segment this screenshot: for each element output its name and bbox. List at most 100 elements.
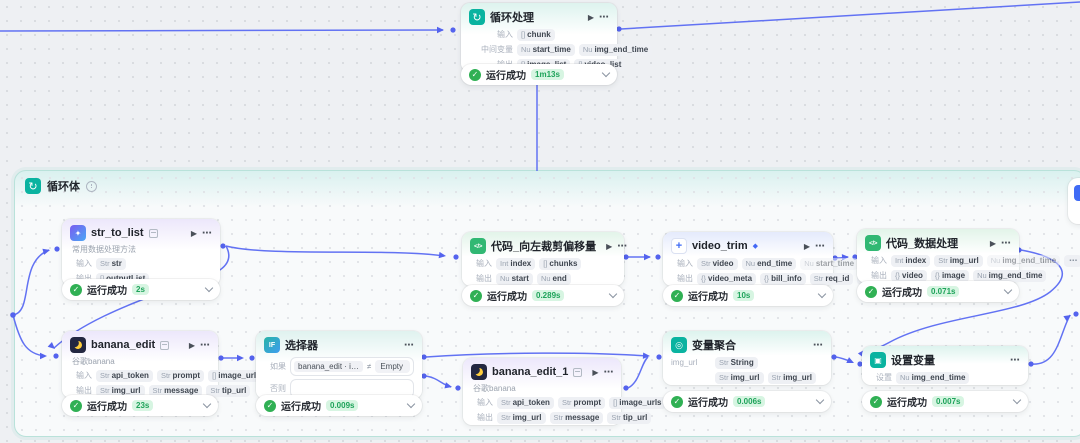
info-icon[interactable] [86,180,97,192]
play-icon[interactable]: ▶ [606,241,613,251]
edge-loop-processing-out [620,1,1080,30]
chevron-down-icon[interactable] [204,283,214,293]
param-tag: {}image [930,269,970,282]
more-icon[interactable]: ⋯ [603,366,614,378]
status-pill[interactable]: ✓ 运行成功 0.071s [857,281,1019,302]
status-pill[interactable]: ✓ 运行成功 0.006s [663,391,831,412]
field-label: 输出 [477,413,493,422]
chevron-down-icon[interactable] [608,289,618,299]
play-icon[interactable]: ▶ [587,12,594,22]
node-subtitle: 谷歌banana [473,384,516,393]
chevron-down-icon[interactable] [817,289,827,299]
batch-badge-icon [160,340,170,350]
status-pill[interactable]: ✓ 运行成功 0.289s [462,285,624,306]
field-label: 输入 [76,371,92,380]
condition-operator: ≠ [366,361,372,371]
play-icon[interactable]: ▶ [989,238,996,248]
more-icon[interactable]: ⋯ [404,339,414,351]
loop-body-title: 循环体 [47,181,80,193]
field-label: 输出 [677,274,693,283]
more-icon[interactable]: ⋯ [1001,237,1011,249]
field-label: 输入 [476,259,492,268]
field-label: 输出 [76,386,92,395]
node-title: 设置变量 [891,355,935,367]
field-label: 输入 [477,398,493,407]
field-label: 否则 [270,383,286,393]
check-icon: ✓ [264,399,276,412]
chevron-down-icon[interactable] [406,399,416,409]
loop-body-header: ↻ 循环体 [15,171,1080,201]
field-label: 输出 [871,271,887,280]
chevron-down-icon[interactable] [1012,395,1022,405]
check-icon: ✓ [470,289,482,302]
status-pill[interactable]: ✓ 运行成功 1m13s [461,64,617,85]
param-tag: []image_urls [609,396,666,409]
if-icon: IF [264,337,280,353]
chevron-down-icon[interactable] [601,68,611,78]
more-icon[interactable]: ⋯ [599,11,609,23]
more-icon[interactable]: ⋯ [815,240,825,252]
loop-icon: ↻ [25,178,41,194]
more-icon[interactable]: ⋯ [813,339,823,351]
chevron-down-icon[interactable] [1003,285,1013,295]
play-icon[interactable]: ▶ [592,367,599,377]
status-pill[interactable]: ✓ 运行成功 10s [663,285,833,306]
edge-into-loop-processing [0,29,444,32]
more-icon[interactable]: ⋯ [617,240,628,252]
more-icon[interactable]: ⋯ [202,227,212,239]
status-time: 1m13s [531,69,564,80]
check-icon: ✓ [865,285,877,298]
field-label: 输入 [76,259,92,268]
status-text: 运行成功 [486,71,526,82]
node-title: 变量聚合 [692,340,736,352]
overflow-badge[interactable]: ⋯ [1064,254,1080,267]
status-pill[interactable]: ✓ 运行成功 2s [62,279,220,300]
status-pill[interactable]: ✓ 运行成功 0.007s [862,391,1028,412]
check-icon: ✓ [671,289,683,302]
more-icon[interactable]: ⋯ [1010,354,1020,366]
node-subtitle: 谷歌banana [72,357,115,366]
condition-box[interactable]: banana_edit · i… ≠ Empty [290,356,414,376]
play-icon[interactable]: ▶ [190,228,197,238]
more-icon[interactable]: ⋯ [200,339,210,351]
field-label: 输入 [677,259,693,268]
status-pill[interactable]: ✓ 运行成功 0.009s [256,395,422,416]
chevron-down-icon[interactable] [815,395,825,405]
chevron-down-icon[interactable] [202,399,212,409]
clipped-node[interactable] [1068,178,1080,224]
node-selector[interactable]: IF 选择器 ⋯ 如果 banana_edit · i… ≠ Empty 否则 [256,331,422,399]
check-icon: ✓ [70,283,82,296]
play-icon[interactable]: ▶ [188,340,195,350]
field-label: 输出 [476,274,492,283]
play-icon[interactable]: ▶ [803,241,810,251]
status-pill[interactable]: ✓ 运行成功 23s [62,395,218,416]
param-tag: {}bill_info [760,272,806,285]
status-text: 运行成功 [487,292,527,303]
node-title: 选择器 [285,340,318,352]
